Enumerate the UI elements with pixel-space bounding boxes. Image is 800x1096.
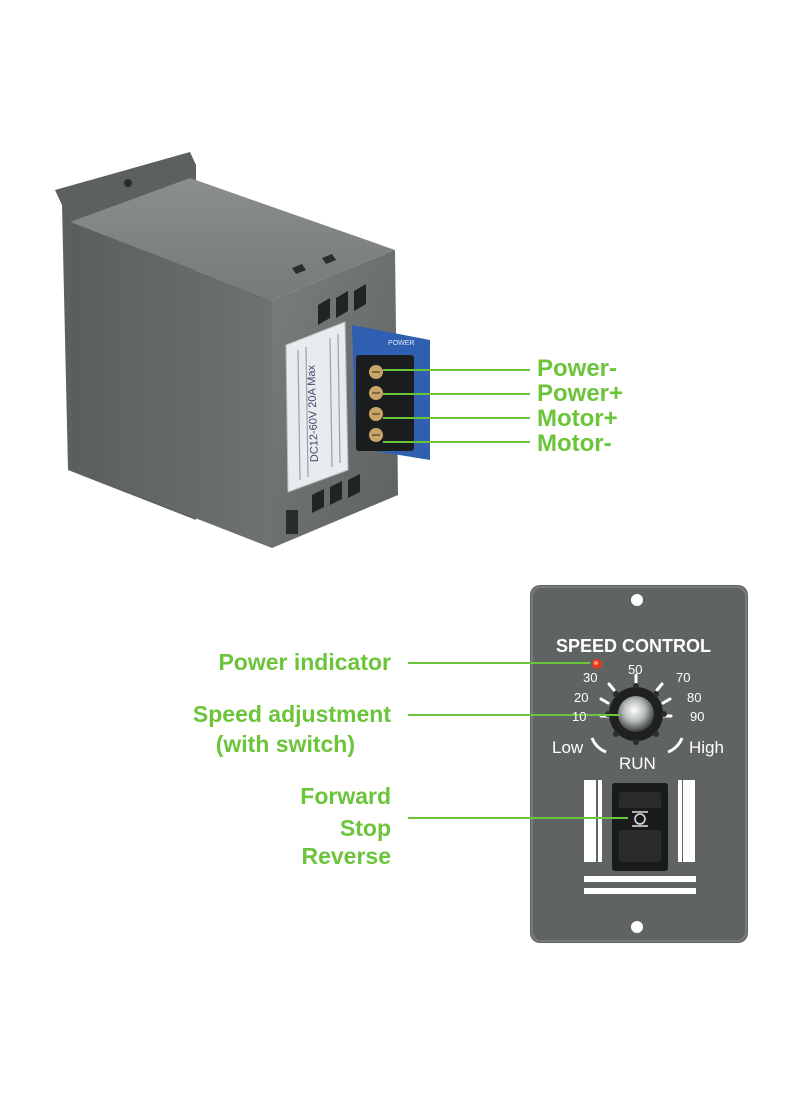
high-arrow bbox=[667, 737, 684, 754]
speed-control-panel bbox=[408, 585, 748, 943]
flange-screw-hole bbox=[124, 179, 132, 187]
scale-label-80: 80 bbox=[687, 690, 702, 705]
terminal-label-motor-plus: Motor+ bbox=[537, 405, 618, 432]
housing-top bbox=[70, 178, 395, 300]
callout-reverse: Reverse bbox=[301, 843, 391, 869]
scale-label-30: 30 bbox=[583, 670, 598, 685]
front-lower-vents bbox=[312, 474, 360, 513]
front-upper-vents bbox=[318, 284, 366, 325]
rating-label-lines bbox=[297, 333, 341, 481]
housing-side bbox=[70, 222, 272, 548]
callout-with-switch: (with switch) bbox=[215, 731, 355, 757]
callout-speed-adjustment: Speed adjustment bbox=[192, 701, 391, 727]
housing: DC12-60V 20A Max POWER bbox=[55, 152, 530, 548]
callout-forward: Forward bbox=[300, 783, 391, 809]
top-vents bbox=[292, 254, 336, 274]
rating-text: DC12-60V 20A Max bbox=[306, 364, 321, 462]
panel-edge bbox=[531, 586, 747, 942]
run-label: RUN bbox=[619, 754, 656, 773]
panel-leader-lines bbox=[408, 662, 628, 819]
scale-label-90: 90 bbox=[690, 709, 705, 724]
dial-scale-ticks bbox=[599, 673, 673, 718]
panel-screw-hole-top bbox=[631, 594, 643, 606]
terminal-leader-lines bbox=[383, 369, 530, 443]
terminal-label-motor-minus: Motor- bbox=[537, 430, 612, 457]
scale-label-20: 20 bbox=[574, 690, 589, 705]
callout-stop: Stop bbox=[339, 815, 391, 841]
panel-title: SPEED CONTROL bbox=[556, 636, 712, 656]
panel-screw-hole-bottom bbox=[631, 921, 643, 933]
high-label: High bbox=[689, 738, 724, 757]
switch-frame bbox=[584, 780, 696, 894]
rating-label bbox=[285, 321, 349, 493]
terminal-label-power-plus: Power+ bbox=[537, 380, 624, 407]
scale-label-70: 70 bbox=[676, 670, 691, 685]
terminal-screws bbox=[369, 365, 383, 442]
scale-label-50: 50 bbox=[628, 662, 643, 677]
callout-power-indicator: Power indicator bbox=[218, 649, 391, 675]
low-label: Low bbox=[552, 738, 584, 757]
low-arrow bbox=[590, 737, 607, 754]
scale-label-10: 10 bbox=[572, 709, 587, 724]
speed-knob[interactable] bbox=[605, 683, 667, 745]
board-marking: POWER bbox=[388, 340, 414, 347]
bottom-notch bbox=[286, 510, 298, 534]
terminal-block bbox=[356, 355, 414, 451]
terminal-label-power-minus: Power- bbox=[537, 355, 618, 382]
direction-rocker-switch[interactable] bbox=[612, 783, 668, 871]
